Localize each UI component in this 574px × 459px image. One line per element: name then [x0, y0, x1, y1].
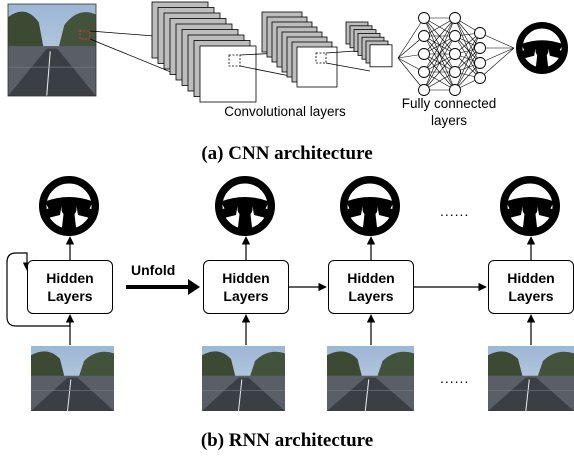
- fc-connection: [454, 17, 481, 79]
- hidden-layers-box-t1: Hidden Layers: [203, 260, 289, 314]
- fc-connection: [454, 32, 481, 91]
- fc-neuron: [418, 12, 430, 24]
- feature-map: [296, 46, 338, 88]
- hidden-layers-box-folded: Hidden Layers: [27, 260, 113, 314]
- fc-connection: [423, 17, 456, 73]
- conv-kernel-1: [228, 54, 241, 67]
- hidden-label-line2: Layers: [47, 288, 93, 304]
- fc-neuron: [449, 84, 461, 96]
- unfold-label: Unfold: [131, 262, 176, 278]
- steering-wheel-icon: [219, 180, 272, 233]
- conv-stack-3: [345, 21, 393, 68]
- fc-connection: [454, 35, 481, 64]
- recurrent-loop-arrow: [6, 252, 71, 327]
- fc-layers-label: Fully connected layers: [384, 95, 514, 129]
- fc-connection: [423, 17, 456, 55]
- fc-neuron: [474, 42, 486, 54]
- steering-wheel-icon: [519, 25, 565, 71]
- hidden-label-line2: Layers: [348, 288, 394, 304]
- cnn-caption: (a) CNN architecture: [201, 143, 373, 164]
- hidden-label-line1: Hidden: [222, 270, 270, 286]
- fc-connection: [454, 47, 481, 91]
- rnn-caption: (b) RNN architecture: [200, 430, 374, 451]
- fc-neuron: [474, 57, 486, 69]
- fc-connection: [397, 17, 425, 59]
- hidden-layers-box-t2: Hidden Layers: [328, 260, 414, 314]
- projection-line: [325, 62, 371, 72]
- fc-connection: [423, 17, 456, 37]
- rnn-input-image: [31, 346, 114, 411]
- fc-connection: [397, 57, 425, 91]
- fc-connection: [423, 17, 456, 91]
- cnn-input-image: [7, 3, 97, 97]
- fc-neuron: [449, 30, 461, 42]
- unfold-arrowhead: [188, 279, 200, 295]
- fc-connection: [454, 35, 481, 79]
- steering-wheel-icon: [504, 180, 557, 233]
- hidden-label-line2: Layers: [508, 288, 554, 304]
- fc-connection: [454, 62, 481, 91]
- fc-connection: [423, 71, 456, 91]
- rnn-input-image: [327, 346, 414, 411]
- rnn-input-image: [488, 346, 574, 411]
- steering-wheel-icon: [344, 180, 397, 233]
- fc-neuron: [449, 66, 461, 78]
- fc-layers-label-line2: layers: [430, 113, 467, 128]
- fc-connection: [454, 32, 481, 73]
- fc-connection: [423, 35, 456, 91]
- fully-connected-network: [397, 12, 515, 96]
- fc-connection: [479, 47, 515, 79]
- conv-stack-1: [151, 1, 257, 103]
- ellipsis-bottom: ......: [440, 370, 470, 386]
- feature-map: [199, 45, 257, 103]
- fc-layers-label-line1: Fully connected: [401, 96, 497, 111]
- steering-wheel-icon: [43, 180, 96, 233]
- fc-connection: [479, 32, 515, 49]
- hidden-layers-box-tn: Hidden Layers: [488, 260, 574, 314]
- fc-neuron: [418, 66, 430, 78]
- fc-connection: [423, 53, 456, 91]
- fc-connection: [479, 47, 515, 64]
- feature-map: [369, 44, 393, 68]
- fc-neuron: [449, 12, 461, 24]
- conv-layers-label: Convolutional layers: [224, 104, 346, 119]
- hidden-label-line1: Hidden: [347, 270, 395, 286]
- fc-neuron: [418, 30, 430, 42]
- conv-stack-2: [261, 11, 338, 88]
- hidden-label-line2: Layers: [223, 288, 269, 304]
- hidden-label-line1: Hidden: [507, 270, 555, 286]
- fc-neuron: [418, 84, 430, 96]
- rnn-input-image: [202, 346, 285, 411]
- fc-neuron: [449, 48, 461, 60]
- fc-neuron: [474, 27, 486, 39]
- fc-neuron: [418, 48, 430, 60]
- ellipsis-top: ......: [440, 203, 470, 219]
- conv-kernel-2: [315, 52, 327, 64]
- receptive-field-box: [79, 30, 91, 40]
- hidden-label-line1: Hidden: [46, 270, 94, 286]
- fc-neuron: [474, 72, 486, 84]
